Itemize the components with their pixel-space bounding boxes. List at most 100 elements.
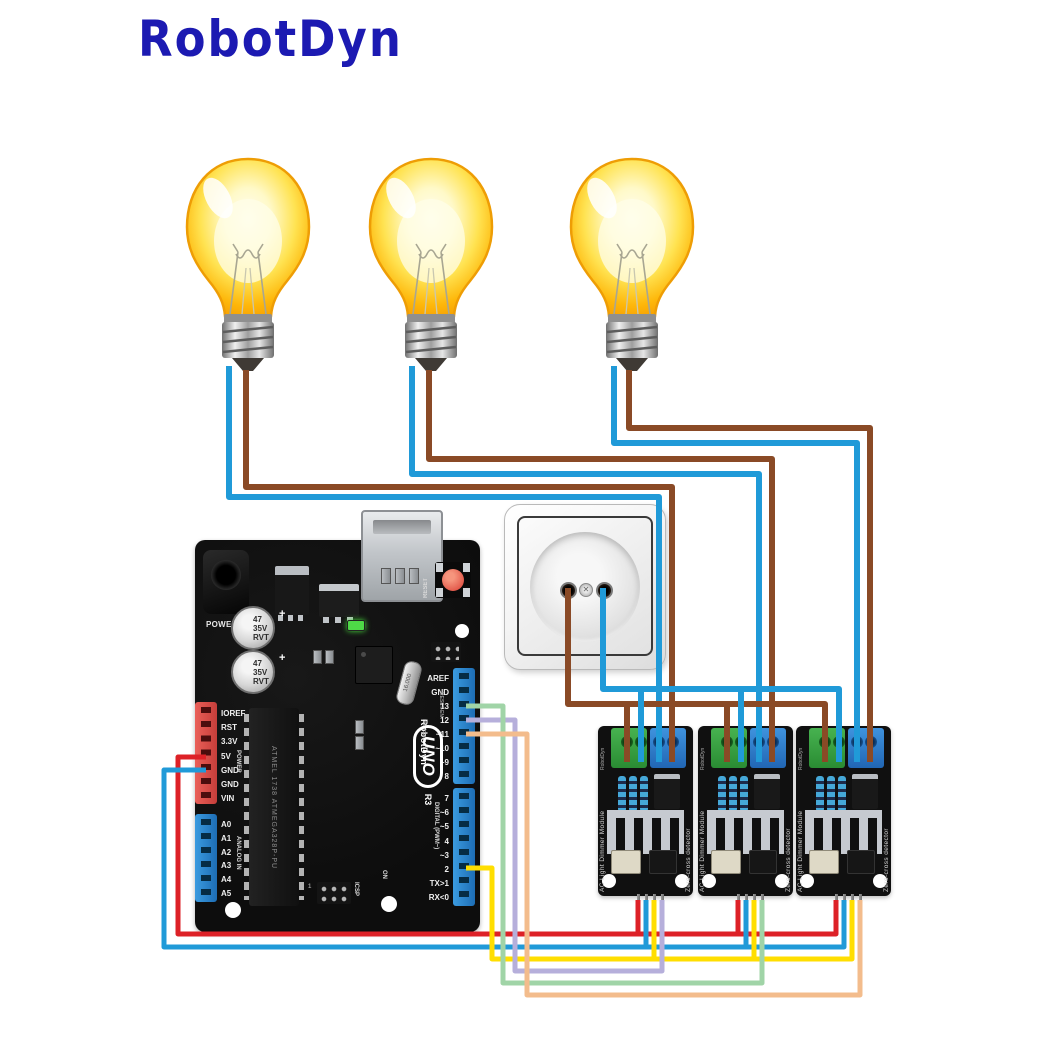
heatsink <box>607 810 684 854</box>
terminal-screw <box>735 736 747 748</box>
module-right-label: Zero-cross detector <box>883 828 890 892</box>
pin-label-2: 2 <box>444 865 449 874</box>
pin-zc <box>653 894 656 912</box>
optocoupler <box>711 850 741 874</box>
resistor <box>629 776 637 812</box>
terminal-screw <box>753 736 765 748</box>
pin-zc <box>753 894 756 912</box>
pin-vcc <box>737 894 740 912</box>
icsp-label: ICSP <box>353 882 359 897</box>
mounting-hole <box>455 624 469 638</box>
voltage-regulator <box>319 584 359 623</box>
terminal-screw <box>833 736 845 748</box>
terminal-screw <box>851 736 863 748</box>
pin-gnd <box>645 894 648 912</box>
robotdyn-logo: RobotDyn <box>138 10 403 68</box>
socket-hole-left <box>560 582 577 599</box>
uno-logo-group: RobotDyn robotdyn.com UNO R3 <box>398 719 458 849</box>
triac <box>754 774 780 809</box>
resistor <box>618 776 626 812</box>
smd-component <box>325 650 334 664</box>
capacitor-1: 47 35V RVT <box>231 606 275 650</box>
cap2-polarity: + <box>279 652 286 664</box>
ac-dimmer-module-2: AC Light Dimmer Module Zero-cross detect… <box>698 726 793 912</box>
resistor <box>827 776 835 812</box>
on-label: ON <box>381 870 387 879</box>
reset-label: RESET <box>423 577 429 598</box>
chip-marking: ATMEL 1738 ATMEGA328P-PU <box>270 745 278 869</box>
power-jack-label: POWER <box>206 620 238 629</box>
terminal-screw <box>819 736 831 748</box>
module-left-label: AC Light Dimmer Module <box>699 810 706 892</box>
driver-ic <box>847 850 875 874</box>
mounting-hole <box>873 874 887 888</box>
terminal-screw <box>667 736 679 748</box>
resistor <box>740 776 748 812</box>
module-left-label: AC Light Dimmer Module <box>797 810 804 892</box>
wall-socket: ✕ <box>504 504 666 670</box>
module-brand: RobotDyn <box>798 747 804 770</box>
mounting-hole <box>225 902 241 918</box>
light-bulb-1 <box>178 156 318 386</box>
pin-vcc <box>637 894 640 912</box>
resistor <box>838 776 846 812</box>
uno-logo: UNO <box>413 725 443 788</box>
triac <box>852 774 878 809</box>
pin-gnd <box>843 894 846 912</box>
ac-dimmer-module-1: AC Light Dimmer Module Zero-cross detect… <box>598 726 693 912</box>
driver-ic <box>649 850 677 874</box>
resistor <box>816 776 824 812</box>
power-led <box>347 620 365 631</box>
driver-ic <box>749 850 777 874</box>
mounting-hole <box>381 896 397 912</box>
optocoupler <box>611 850 641 874</box>
heatsink <box>805 810 882 854</box>
pin-zc <box>851 894 854 912</box>
pin-pwm <box>761 894 764 912</box>
dc-power-jack <box>203 550 249 614</box>
pin-vcc <box>835 894 838 912</box>
module-left-label: AC Light Dimmer Module <box>599 810 606 892</box>
icsp-header-usb <box>431 642 461 662</box>
analog-header-strip <box>195 814 217 902</box>
smd-component <box>355 736 364 750</box>
socket-hole-right <box>596 582 613 599</box>
optocoupler <box>809 850 839 874</box>
socket-screw-icon: ✕ <box>579 583 593 597</box>
pin-label-3: ~3 <box>439 850 449 860</box>
reset-button <box>435 562 471 598</box>
resistor <box>718 776 726 812</box>
terminal-screw <box>721 736 733 748</box>
module-brand: RobotDyn <box>600 747 606 770</box>
power-section-label: POWER <box>235 750 241 773</box>
smd-component <box>409 568 419 584</box>
smd-component <box>381 568 391 584</box>
terminal-screw <box>653 736 665 748</box>
crystal-oscillator: 16.000 <box>394 659 424 707</box>
usb-connector <box>361 510 443 602</box>
reset-en-label: RESET-EN <box>438 692 444 718</box>
uno-r3-label: R3 <box>423 793 433 806</box>
triac <box>654 774 680 809</box>
module-right-label: Zero-cross detector <box>785 828 792 892</box>
light-bulb-2 <box>361 156 501 386</box>
atmega328-chip: ATMEL 1738 ATMEGA328P-PU <box>244 708 304 906</box>
terminal-screw <box>767 736 779 748</box>
arduino-uno-board: POWER RESET 47 35V RVT 47 35V RVT + + 16… <box>195 510 480 932</box>
smd-component <box>313 650 322 664</box>
terminal-screw <box>635 736 647 748</box>
smd-component <box>355 720 364 734</box>
load-terminal <box>750 728 786 768</box>
cap1-polarity: + <box>279 608 286 620</box>
terminal-screw <box>621 736 633 748</box>
ac-in-terminal <box>809 728 845 768</box>
resistor <box>729 776 737 812</box>
pin-label-rx0: RX<0 <box>428 893 449 903</box>
smd-component <box>395 568 405 584</box>
ac-in-terminal <box>711 728 747 768</box>
ac-in-terminal <box>611 728 647 768</box>
pin-label-tx1: TX>1 <box>429 879 449 889</box>
pin-gnd <box>745 894 748 912</box>
load-terminal <box>650 728 686 768</box>
